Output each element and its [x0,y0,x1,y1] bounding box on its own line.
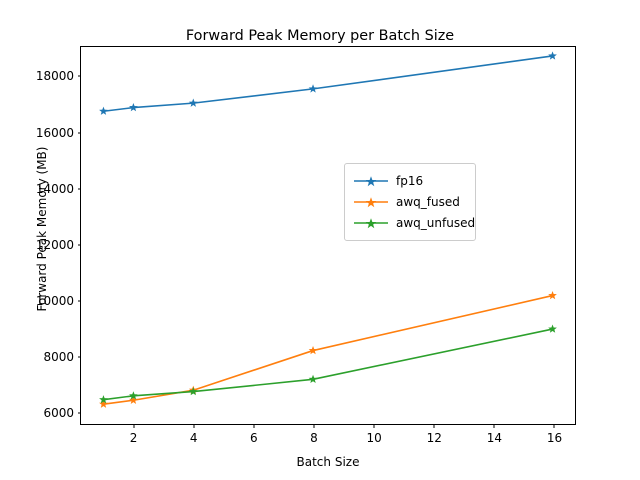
x-axis-label: Batch Size [296,455,360,469]
legend-swatch-fp16 [354,175,388,186]
legend-item[interactable]: awq_unfused [353,212,475,233]
data-point-awq_unfused [308,374,318,384]
data-point-awq_unfused [99,395,108,404]
legend-swatch-awq-fused [354,196,388,207]
y-tick-label: 14000 [35,181,74,196]
data-point-awq_fused [308,345,318,355]
y-tick-label: 8000 [43,350,74,365]
chart-title: Forward Peak Memory per Batch Size [185,28,455,44]
x-tick-label: 10 [366,431,382,445]
series-line-awq_fused [103,294,553,405]
x-tick-mark [493,424,495,428]
x-tick-mark [253,424,255,428]
x-tick-label: 2 [129,431,138,445]
y-tick-mark [77,244,81,246]
y-tick-mark [77,188,81,190]
y-tick-label: 18000 [35,69,74,84]
data-point-awq_unfused [188,387,198,396]
data-point-fp16 [308,84,318,93]
y-tick-label: 6000 [43,406,74,421]
y-tick-mark [77,356,81,358]
x-tick-label: 12 [426,431,442,445]
x-tick-label: 4 [189,431,198,445]
x-tick-mark [313,424,315,428]
plot-area: 6000 8000 10000 12000 14000 16000 18000 2 4 6 8 10… [36,46,576,445]
legend-swatch-awq-unfused [354,217,388,228]
series-line-awq_unfused [103,328,553,401]
data-point-awq_fused [548,290,557,300]
data-point-fp16 [129,103,138,112]
legend-item[interactable]: fp16 [353,170,467,191]
x-tick-label: 14 [486,431,502,445]
x-tick-mark [433,424,435,428]
x-tick-label: 6 [250,431,258,445]
data-point-awq_fused [99,399,108,408]
y-tick-mark [77,300,81,302]
y-tick-label: 12000 [35,237,74,252]
legend-label-fp16: fp16 [396,173,424,188]
x-tick-mark [553,424,555,428]
series-line-fp16 [103,55,553,113]
legend-label-awq-fused: awq_fused [396,194,460,209]
x-tick-mark [133,424,135,428]
legend-label-awq-unfused: awq_unfused [396,215,476,230]
x-tick-label: 8 [310,431,318,445]
data-point-awq_fused [129,395,138,404]
data-point-fp16 [99,106,108,115]
y-tick-mark [77,75,81,77]
y-tick-mark [77,132,81,134]
data-point-fp16 [188,98,198,107]
series-layer [99,51,557,408]
data-point-awq_unfused [548,324,557,333]
data-point-fp16 [548,51,557,60]
chart-legend: fp16 awq_fused awq_unfused [344,163,476,241]
y-tick-mark [77,412,81,414]
legend-item[interactable]: awq_fused [353,191,467,212]
y-tick-label: 10000 [35,294,74,309]
x-tick-mark [373,424,375,428]
data-point-awq_unfused [129,391,138,400]
y-tick-label: 16000 [35,125,74,140]
x-tick-label: 16 [546,431,563,445]
x-tick-mark [193,424,195,428]
